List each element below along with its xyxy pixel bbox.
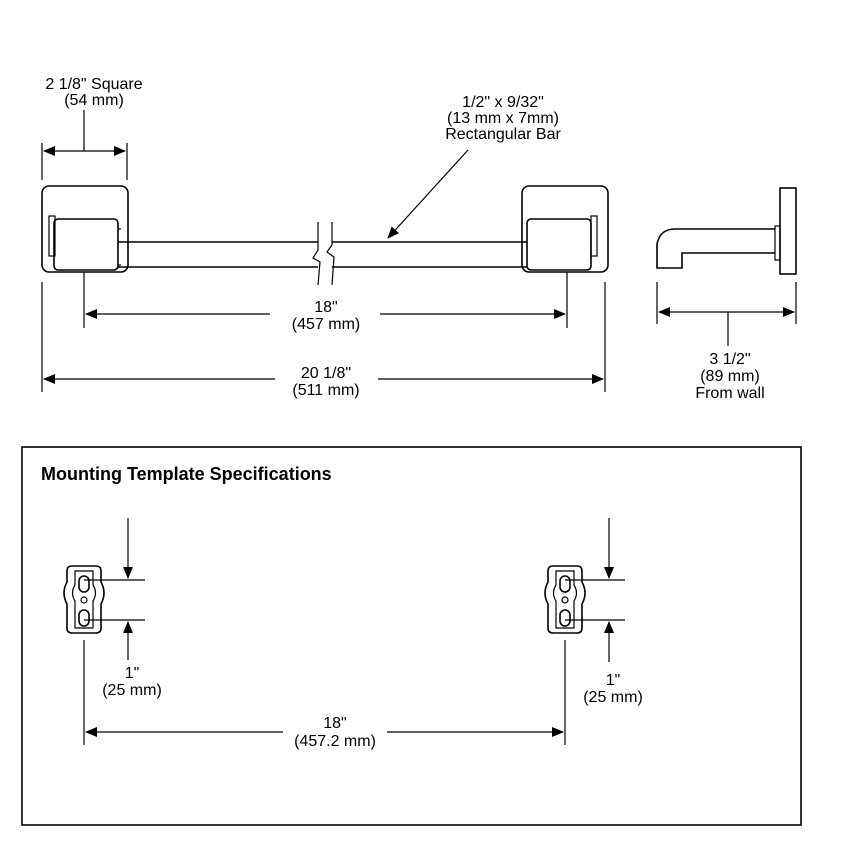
flange-size-label: 2 1/8" Square [45, 76, 142, 93]
bar-section-callout: 1/2" x 9/32" (13 mm x 7mm) Rectangular B… [387, 94, 561, 239]
projection-reference-label: From wall [695, 385, 764, 402]
bar-shape-label: Rectangular Bar [445, 126, 561, 143]
overall-length-label: 20 1/8" [301, 365, 351, 382]
center-span-dimension: 18" (457 mm) [83, 272, 568, 333]
template-span-metric-label: (457.2 mm) [294, 733, 376, 750]
overall-length-dimension: 20 1/8" (511 mm) [41, 282, 606, 399]
flange-width-dimension: 2 1/8" Square (54 mm) [41, 76, 143, 180]
template-span-dimension: 18" (457.2 mm) [83, 640, 566, 750]
projection-label: 3 1/2" [709, 351, 750, 368]
mounting-template-panel: Mounting Template Specifications 1" (25 … [21, 446, 802, 826]
center-span-metric-label: (457 mm) [292, 316, 360, 333]
front-view: 2 1/8" Square (54 mm) 1/2" x 9/32" (13 m… [41, 76, 609, 399]
right-flange [521, 185, 609, 273]
right-hole-spacing-label: 1" [606, 672, 621, 689]
template-span-label: 18" [323, 715, 346, 732]
left-hole-spacing-label: 1" [125, 665, 140, 682]
right-mounting-clip [544, 565, 586, 634]
projection-metric-label: (89 mm) [700, 368, 760, 385]
bar-size-metric-label: (13 mm x 7mm) [447, 110, 559, 127]
towel-bar [118, 222, 527, 286]
overall-length-metric-label: (511 mm) [292, 382, 359, 399]
side-view: 3 1/2" (89 mm) From wall [656, 187, 797, 402]
left-hole-spacing-metric-label: (25 mm) [102, 682, 162, 699]
template-title: Mounting Template Specifications [41, 464, 332, 484]
right-hole-spacing-dimension: 1" (25 mm) [565, 518, 643, 706]
center-span-label: 18" [314, 299, 337, 316]
right-hole-spacing-metric-label: (25 mm) [583, 689, 643, 706]
flange-size-metric-label: (54 mm) [64, 92, 124, 109]
left-mounting-clip [63, 565, 105, 634]
bar-size-label: 1/2" x 9/32" [462, 94, 544, 111]
left-flange [41, 185, 129, 273]
left-hole-spacing-dimension: 1" (25 mm) [84, 518, 162, 699]
